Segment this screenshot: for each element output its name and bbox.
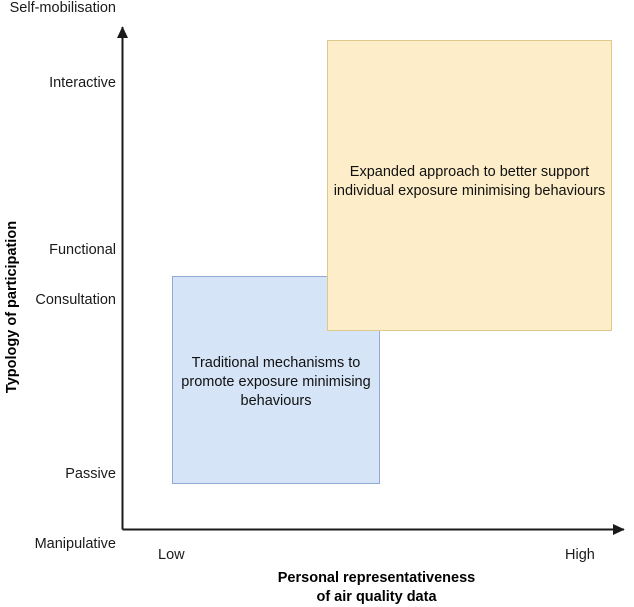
region-expanded-approach-label: Expanded approach to better support indi… [333,163,606,199]
y-tick-functional: Functional [49,242,116,258]
region-expanded-approach: Expanded approach to better support indi… [327,40,612,331]
x-tick-low: Low [158,547,185,563]
x-axis-title-line1: Personal representativeness [277,570,476,586]
y-tick-manipulative: Manipulative [34,536,116,552]
y-tick-self-mobilisation: Self-mobilisation [9,0,116,16]
x-tick-high: High [565,547,595,563]
y-tick-consultation: Consultation [35,292,116,308]
region-traditional-mechanisms-label: Traditional mechanisms to promote exposu… [181,354,371,409]
y-tick-interactive: Interactive [49,75,116,91]
y-axis-title: Typology of participation [4,220,20,394]
y-tick-passive: Passive [65,466,116,482]
x-axis-title: Personal representativeness of air quali… [123,569,630,607]
x-axis-title-line2: of air quality data [316,589,437,605]
